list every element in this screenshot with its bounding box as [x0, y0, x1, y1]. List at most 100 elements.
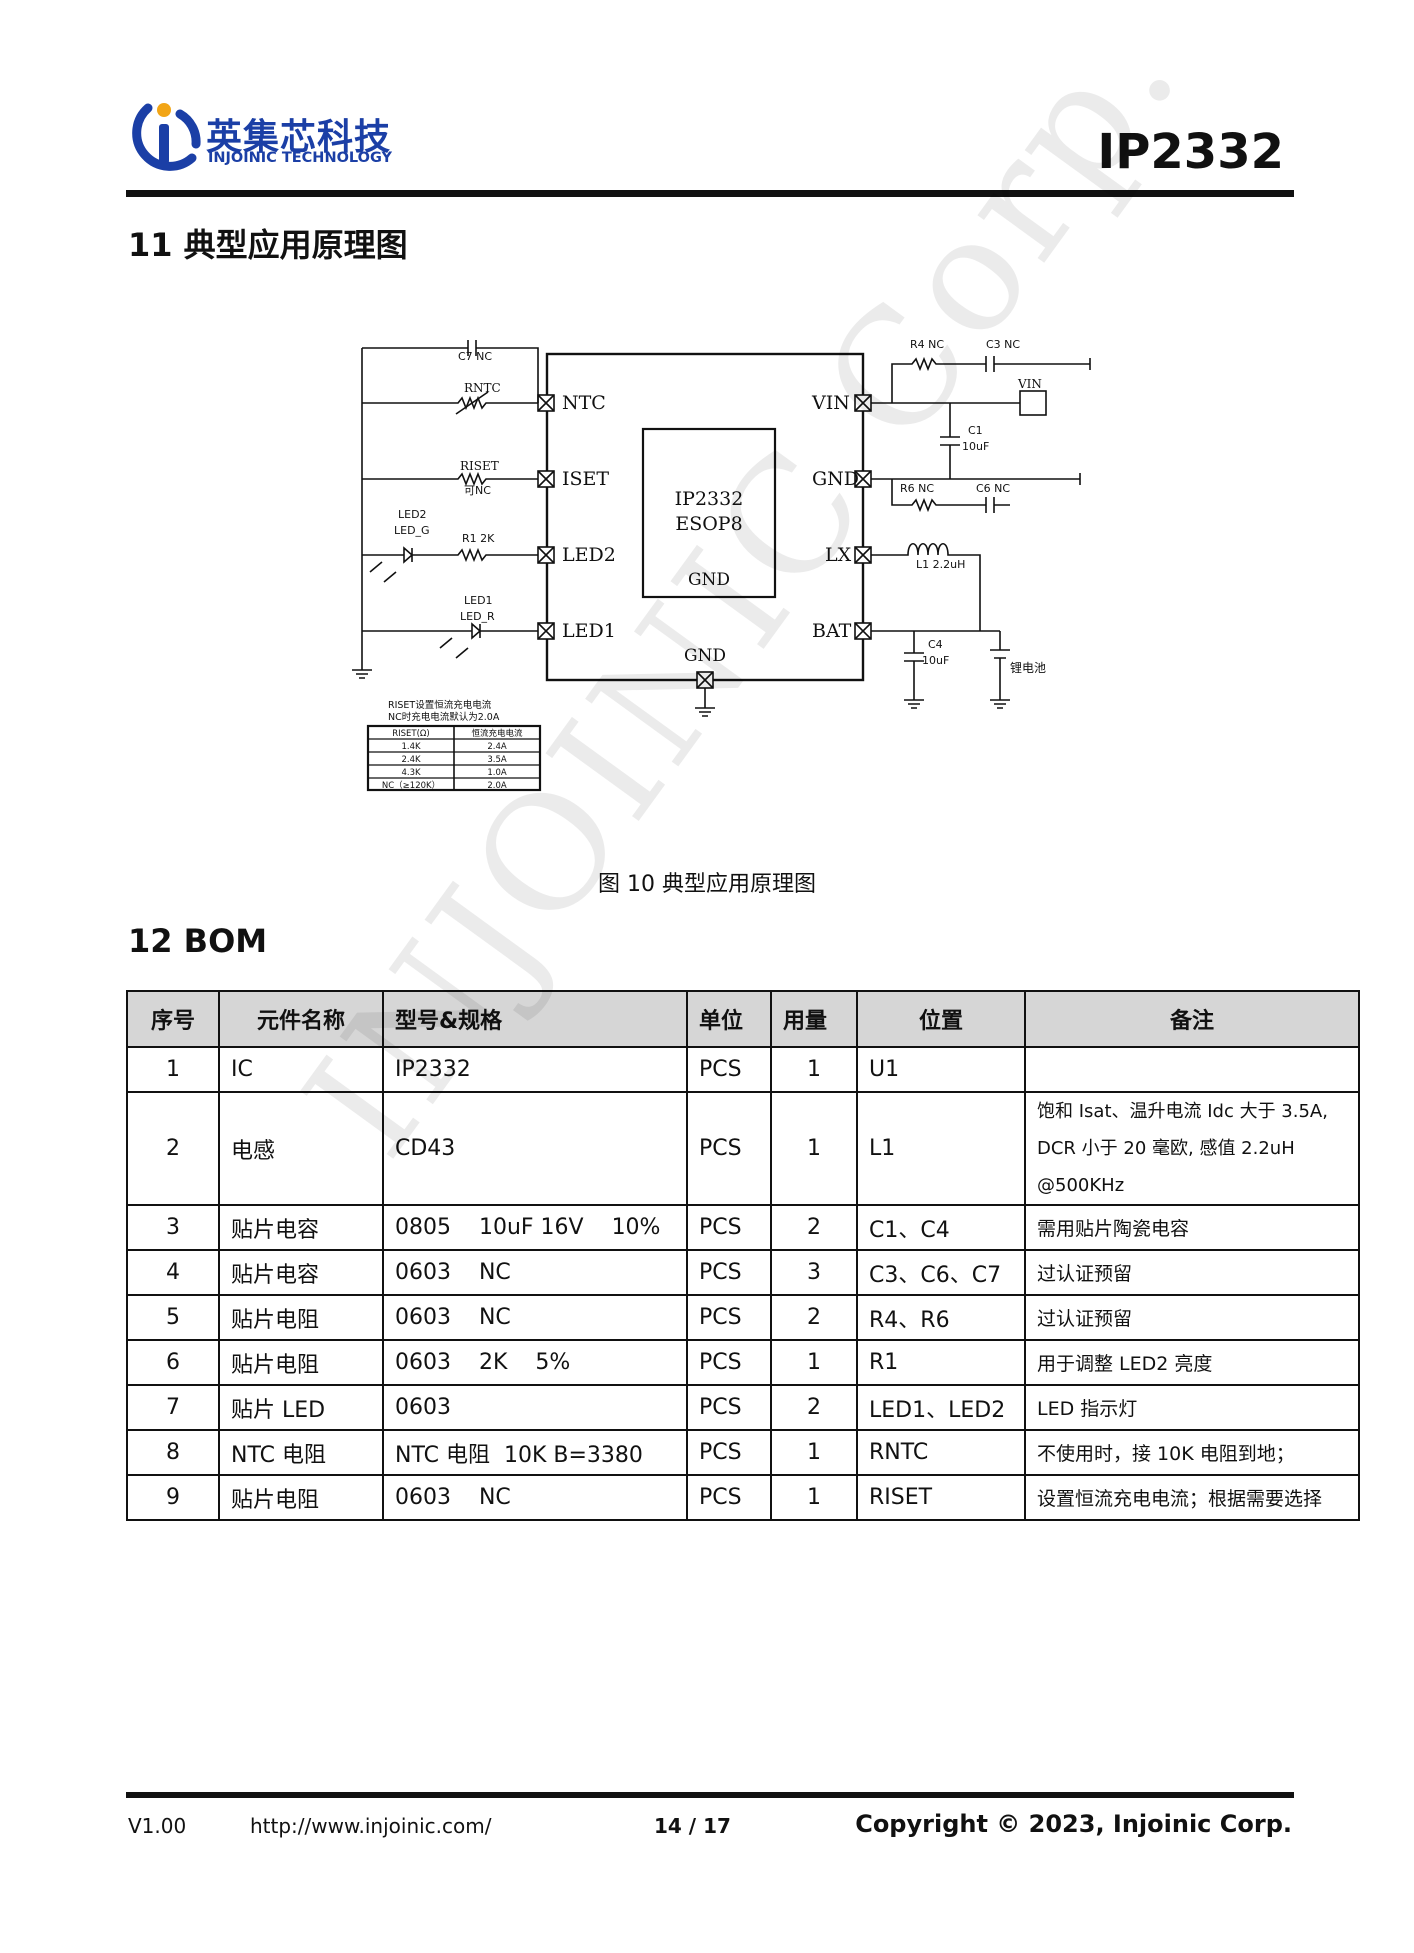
cell-model-spec: IP2332 [382, 1046, 688, 1093]
cell-quantity: 1 [770, 1429, 858, 1476]
cell-index: 4 [126, 1249, 220, 1296]
label-r4: R4 NC [910, 338, 944, 351]
cell-unit: PCS [686, 1091, 772, 1206]
cell-position: R4、R6 [856, 1294, 1026, 1341]
cell-model-spec: 0805 10uF 16V 10% [382, 1204, 688, 1251]
label-c4-value: 10uF [922, 654, 949, 667]
label-riset: RISET [460, 459, 499, 473]
label-led2-g: LED_G [394, 524, 430, 537]
header-rule [126, 190, 1294, 197]
cell-quantity: 2 [770, 1204, 858, 1251]
section-11-title: 11 典型应用原理图 [128, 226, 408, 264]
cell-part-name: 贴片电阻 [218, 1294, 384, 1341]
cell-part-name: 贴片电容 [218, 1249, 384, 1296]
cell-position: U1 [856, 1046, 1026, 1093]
cell-notes [1024, 1046, 1360, 1093]
cell-notes: 设置恒流充电电流；根据需要选择 [1024, 1474, 1360, 1521]
header-part-name: 元件名称 [218, 990, 384, 1048]
cell-quantity: 2 [770, 1384, 858, 1431]
cell-position: R1 [856, 1339, 1026, 1386]
cell-part-name: NTC 电阻 [218, 1429, 384, 1476]
cell-unit: PCS [686, 1249, 772, 1296]
footer-rule [126, 1792, 1294, 1798]
cell-model-spec: CD43 [382, 1091, 688, 1206]
header-index: 序号 [126, 990, 220, 1048]
cell-position: C1、C4 [856, 1204, 1026, 1251]
cell-quantity: 1 [770, 1339, 858, 1386]
cell-model-spec: NTC 电阻 10K B=3380 [382, 1429, 688, 1476]
label-r6: R6 NC [900, 482, 934, 495]
riset-table-cell: 3.5A [487, 755, 507, 765]
cell-index: 7 [126, 1384, 220, 1431]
cell-notes: 用于调整 LED2 亮度 [1024, 1339, 1360, 1386]
cell-model-spec: 0603 2K 5% [382, 1339, 688, 1386]
header-model-spec: 型号&规格 [382, 990, 688, 1048]
riset-table-cell: 2.0A [487, 781, 507, 791]
pin-label-led1: LED1 [562, 620, 616, 642]
cell-unit: PCS [686, 1429, 772, 1476]
cell-notes: LED 指示灯 [1024, 1384, 1360, 1431]
cell-notes: 饱和 Isat、温升电流 Idc 大于 3.5A, DCR 小于 20 毫欧, … [1024, 1091, 1360, 1206]
label-l1: L1 2.2uH [916, 558, 965, 571]
label-c4: C4 [928, 638, 943, 651]
cell-unit: PCS [686, 1384, 772, 1431]
cell-position: C3、C6、C7 [856, 1249, 1026, 1296]
pin-label-bat: BAT [812, 620, 852, 642]
footer-version: V1.00 [128, 1814, 187, 1838]
header-position: 位置 [856, 990, 1026, 1048]
pin-label-led2: LED2 [562, 544, 616, 566]
application-schematic: NTC ISET LED2 LED1 VIN GND LX BAT IP2332… [340, 320, 1100, 804]
cell-unit: PCS [686, 1204, 772, 1251]
label-c3: C3 NC [986, 338, 1020, 351]
header-notes: 备注 [1024, 990, 1360, 1048]
footer-url-link[interactable]: http://www.injoinic.com/ [250, 1814, 492, 1838]
chip-gnd-label: GND [688, 570, 730, 590]
cell-index: 3 [126, 1204, 220, 1251]
chip-package: ESOP8 [675, 513, 742, 535]
cell-index: 2 [126, 1091, 220, 1206]
pin-label-vin: VIN [811, 392, 850, 414]
cell-part-name: 贴片电阻 [218, 1339, 384, 1386]
table-row: 9 贴片电阻 0603 NC PCS 1 RISET 设置恒流充电电流；根据需要… [126, 1474, 1360, 1521]
bottom-gnd-label: GND [684, 646, 726, 666]
document-title: IP2332 [1097, 124, 1284, 180]
figure-caption: 图 10 典型应用原理图 [598, 872, 816, 897]
cell-position: LED1、LED2 [856, 1384, 1026, 1431]
cell-index: 1 [126, 1046, 220, 1093]
riset-table-cell: 1.0A [487, 768, 507, 778]
table-row: 6 贴片电阻 0603 2K 5% PCS 1 R1 用于调整 LED2 亮度 [126, 1339, 1360, 1386]
cell-position: RNTC [856, 1429, 1026, 1476]
section-12-title: 12 BOM [128, 922, 268, 960]
riset-note-1: RISET设置恒流充电电流 [388, 699, 492, 711]
table-row: 8 NTC 电阻 NTC 电阻 10K B=3380 PCS 1 RNTC 不使… [126, 1429, 1360, 1476]
cell-position: RISET [856, 1474, 1026, 1521]
pin-label-ntc: NTC [562, 392, 606, 414]
cell-model-spec: 0603 NC [382, 1249, 688, 1296]
riset-table-cell: 2.4A [487, 742, 507, 752]
cell-part-name: IC [218, 1046, 384, 1093]
label-c1: C1 [968, 424, 983, 437]
pin-label-gnd: GND [812, 468, 859, 490]
label-rntc: RNTC [464, 381, 501, 395]
cell-position: L1 [856, 1091, 1026, 1206]
table-row: 5 贴片电阻 0603 NC PCS 2 R4、R6 过认证预留 [126, 1294, 1360, 1341]
cell-quantity: 1 [770, 1474, 858, 1521]
cell-model-spec: 0603 [382, 1384, 688, 1431]
cell-quantity: 1 [770, 1091, 858, 1206]
bom-header-row: 序号 元件名称 型号&规格 单位 用量 位置 备注 [126, 990, 1360, 1048]
cell-model-spec: 0603 NC [382, 1294, 688, 1341]
label-c6: C6 NC [976, 482, 1010, 495]
footer-copyright: Copyright © 2023, Injoinic Corp. [855, 1810, 1292, 1838]
table-row: 3 贴片电容 0805 10uF 16V 10% PCS 2 C1、C4 需用贴… [126, 1204, 1360, 1251]
riset-table-header-1: RISET(Ω) [392, 729, 430, 739]
label-riset-nc: 可NC [464, 484, 491, 497]
cell-index: 9 [126, 1474, 220, 1521]
label-battery: 锂电池 [1010, 660, 1046, 675]
cell-part-name: 贴片电阻 [218, 1474, 384, 1521]
cell-notes: 不使用时，接 10K 电阻到地； [1024, 1429, 1360, 1476]
cell-unit: PCS [686, 1474, 772, 1521]
label-c7: C7 NC [458, 350, 492, 363]
table-row: 2 电感 CD43 PCS 1 L1 饱和 Isat、温升电流 Idc 大于 3… [126, 1091, 1360, 1206]
cell-notes: 过认证预留 [1024, 1249, 1360, 1296]
cell-index: 8 [126, 1429, 220, 1476]
